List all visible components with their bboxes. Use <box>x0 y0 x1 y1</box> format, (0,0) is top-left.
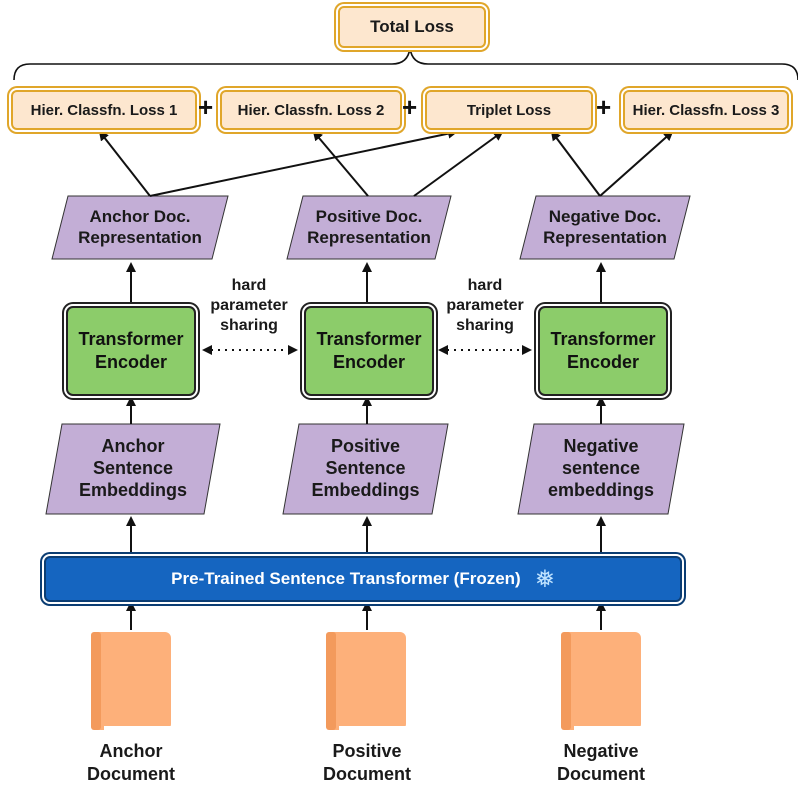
loss-box-hier-3: Hier. Classfn. Loss 3 <box>623 90 789 130</box>
negative-embeddings: Negative sentence embeddings <box>518 426 684 512</box>
arrow-anchor-loss1 <box>98 130 151 197</box>
positive-document-line-1: Positive <box>332 741 402 761</box>
positive-embeddings: Positive Sentence Embeddings <box>283 426 448 512</box>
anchor-embeddings-line-3: Embeddings <box>78 479 187 500</box>
arrow-negative-loss3b <box>599 130 674 197</box>
plus-sign-1: + <box>198 92 214 122</box>
negative-representation-line-2: Representation <box>543 228 667 247</box>
positive-document-icon <box>326 632 406 730</box>
arrow-anchor-triplet <box>149 128 458 197</box>
positive-representation: Positive Doc. Representation <box>287 198 451 258</box>
anchor-embeddings-line-1: Anchor <box>101 436 165 457</box>
sharing-word-3: sharing <box>220 317 278 334</box>
plus-sign-3: + <box>596 92 612 122</box>
negative-embeddings-line-3: embeddings <box>547 479 654 500</box>
positive-embeddings-line-3: Embeddings <box>311 479 420 500</box>
negative-embeddings-line-1: Negative <box>563 436 639 457</box>
negative-embeddings-shape <box>517 423 685 515</box>
anchor-document-label: Anchor Document <box>66 740 196 785</box>
negative-representation-shape <box>519 195 691 260</box>
anchor-embeddings-shape <box>45 423 221 515</box>
sharing-word-3: sharing <box>456 317 514 334</box>
encoder-line-1: Transformer <box>550 328 656 349</box>
negative-document-icon <box>561 632 641 730</box>
positive-embeddings-shape <box>282 423 449 515</box>
sharing-label-right: hard parameter sharing <box>430 276 540 336</box>
positive-transformer-encoder: Transformer Encoder <box>304 306 434 396</box>
negative-document-line-2: Document <box>556 763 645 784</box>
encoder-line-2: Encoder <box>332 352 406 372</box>
anchor-representation-shape <box>51 195 229 260</box>
anchor-document-icon <box>91 632 171 730</box>
arrow-positive-loss2 <box>312 130 369 197</box>
positive-embeddings-line-2: Sentence <box>325 458 406 479</box>
plus-sign-2: + <box>402 92 418 122</box>
snowflake-icon: ❅ <box>534 565 555 593</box>
encoder-line-1: Transformer <box>78 328 184 349</box>
negative-embeddings-line-2: sentence <box>561 458 641 479</box>
encoder-line-1: Transformer <box>316 328 422 349</box>
anchor-representation-line-2: Representation <box>78 228 202 247</box>
sharing-word-2: parameter <box>210 297 288 314</box>
anchor-document-line-2: Document <box>86 763 175 784</box>
total-loss-label: Total Loss <box>370 17 454 36</box>
total-loss-box: Total Loss <box>338 6 486 48</box>
anchor-embeddings: Anchor Sentence Embeddings <box>46 426 220 512</box>
positive-representation-line-2: Representation <box>307 228 431 247</box>
loss-label-hier-1: Hier. Classfn. Loss 1 <box>30 101 178 119</box>
anchor-document-line-1: Anchor <box>99 741 163 761</box>
total-brace <box>13 47 798 81</box>
anchor-transformer-encoder: Transformer Encoder <box>66 306 196 396</box>
negative-document-line-1: Negative <box>563 741 639 761</box>
sharing-word-1: hard <box>231 277 267 294</box>
sharing-word-1: hard <box>467 277 503 294</box>
positive-embeddings-line-1: Positive <box>330 436 401 457</box>
positive-representation-shape <box>286 195 452 260</box>
anchor-representation-line-1: Anchor Doc. <box>89 207 191 227</box>
pretrained-label: Pre-Trained Sentence Transformer (Frozen… <box>171 569 521 588</box>
loss-label-hier-2: Hier. Classfn. Loss 2 <box>237 101 385 119</box>
positive-document-label: Positive Document <box>302 740 432 785</box>
sharing-word-2: parameter <box>446 297 524 314</box>
loss-box-hier-2: Hier. Classfn. Loss 2 <box>220 90 402 130</box>
encoder-line-2: Encoder <box>94 352 168 372</box>
anchor-representation: Anchor Doc. Representation <box>52 198 228 258</box>
positive-representation-line-1: Positive Doc. <box>315 207 423 227</box>
negative-document-label: Negative Document <box>536 740 666 785</box>
arrow-positive-triplet <box>413 130 504 197</box>
loss-label-hier-3: Hier. Classfn. Loss 3 <box>632 101 780 119</box>
sharing-label-left: hard parameter sharing <box>194 276 304 336</box>
loss-label-triplet: Triplet Loss <box>466 101 552 119</box>
anchor-embeddings-line-2: Sentence <box>92 458 174 479</box>
encoder-line-2: Encoder <box>566 352 640 372</box>
negative-representation-line-1: Negative Doc. <box>548 207 662 227</box>
arrow-negative-loss3 <box>550 130 601 197</box>
negative-representation: Negative Doc. Representation <box>520 198 690 258</box>
negative-transformer-encoder: Transformer Encoder <box>538 306 668 396</box>
pretrained-sentence-transformer-bar: Pre-Trained Sentence Transformer (Frozen… <box>44 556 682 602</box>
loss-box-hier-1: Hier. Classfn. Loss 1 <box>11 90 197 130</box>
positive-document-line-2: Document <box>322 763 411 784</box>
loss-box-triplet: Triplet Loss <box>425 90 593 130</box>
